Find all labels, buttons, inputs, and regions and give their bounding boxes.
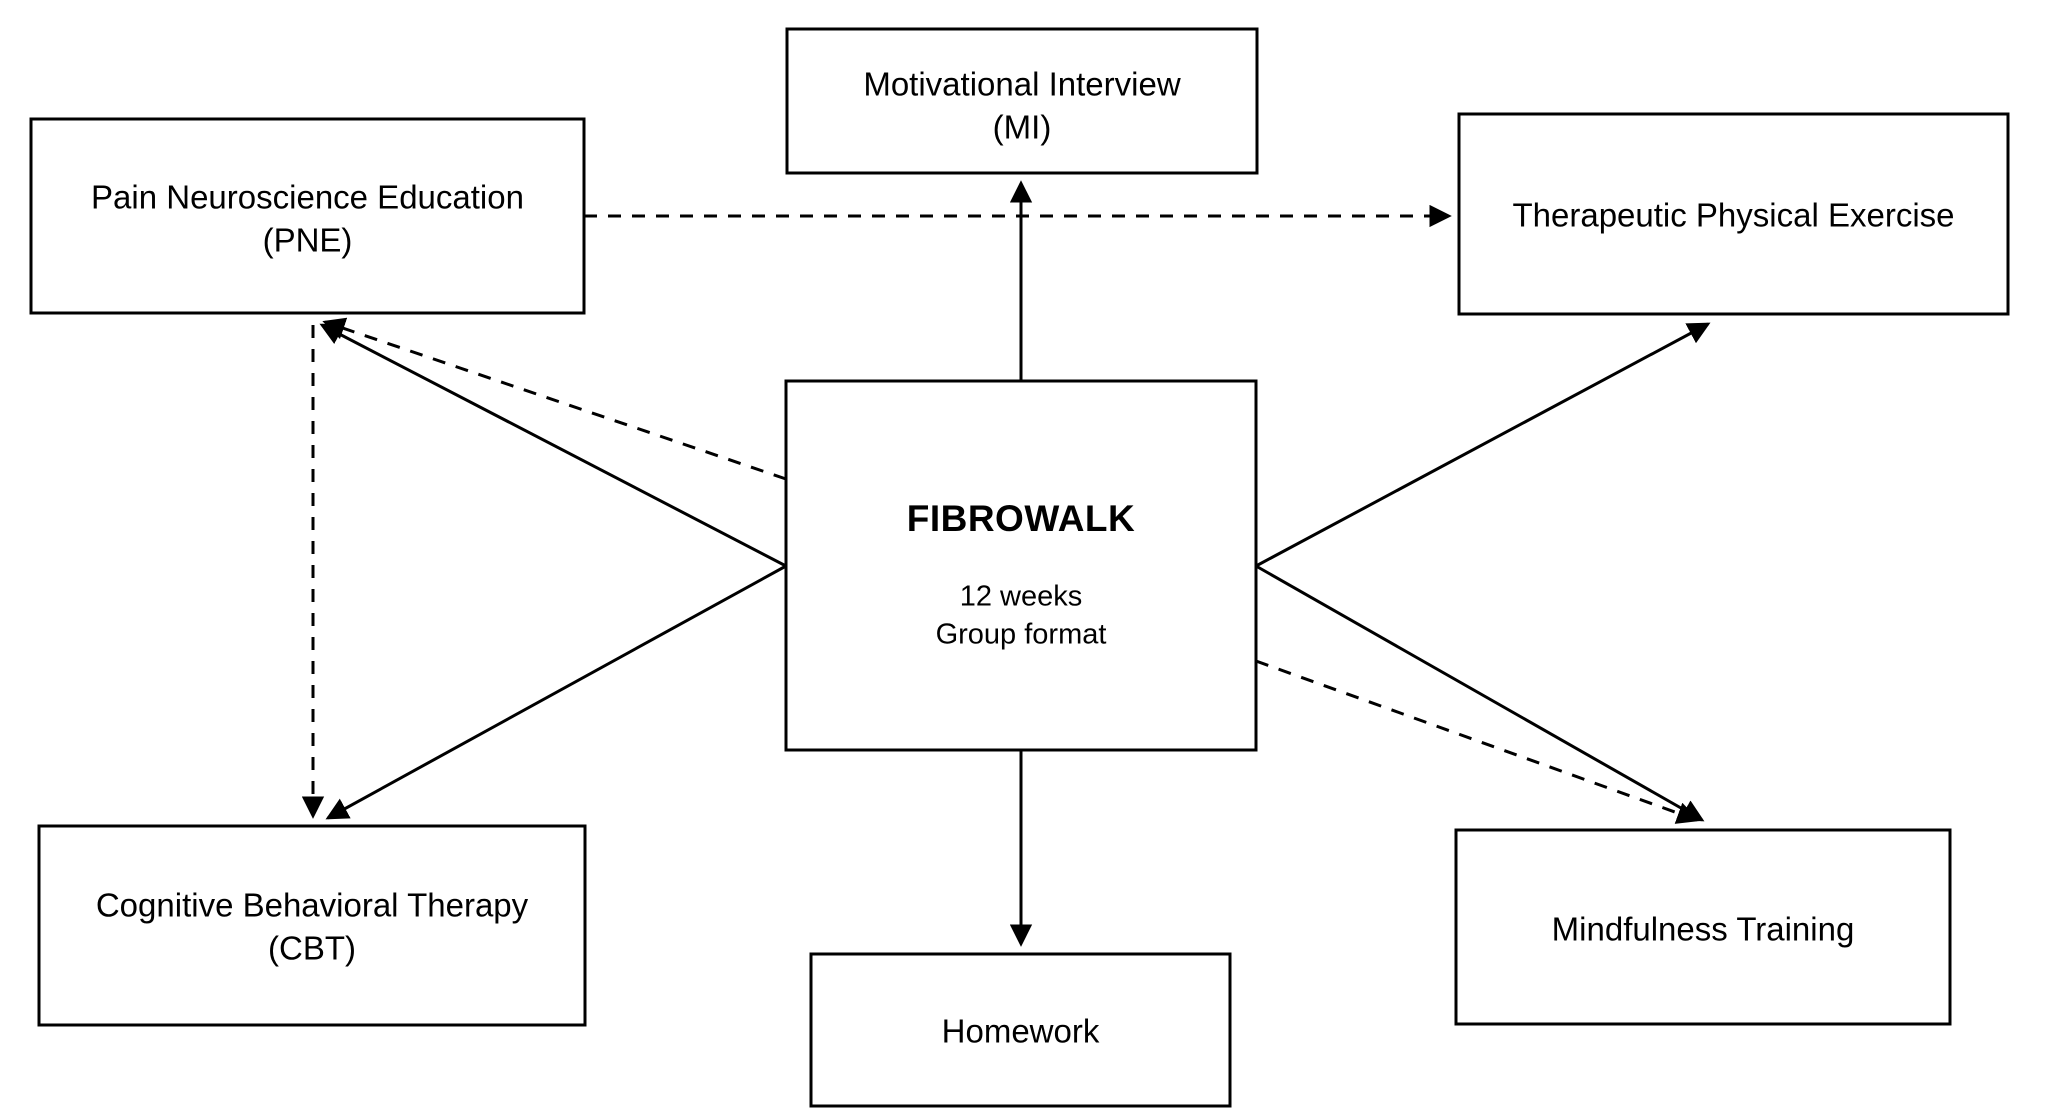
node-motivational-interview[interactable]: Motivational Interview (MI) bbox=[785, 27, 1259, 175]
edge-fibrowalk-to-mindfulness-alt bbox=[1255, 659, 1700, 824]
edge-fibrowalk-to-tpe bbox=[1255, 322, 1711, 568]
edge-fibrowalk-to-pne bbox=[319, 323, 787, 568]
node-label-pne-line1: Pain Neuroscience Education bbox=[91, 179, 524, 216]
edge-fibrowalk-to-mindfulness bbox=[1255, 564, 1705, 822]
node-label-fibrowalk-title: FIBROWALK bbox=[907, 498, 1136, 539]
node-label-mindfulness: Mindfulness Training bbox=[1552, 911, 1855, 948]
node-cognitive-behavioral-therapy[interactable]: Cognitive Behavioral Therapy (CBT) bbox=[37, 824, 587, 1027]
node-label-fibrowalk-format: Group format bbox=[936, 619, 1107, 651]
edge-fibrowalk-to-cbt bbox=[325, 564, 787, 820]
node-label-pne-line2: (PNE) bbox=[263, 222, 353, 259]
node-label-tpe-line1: Therapeutic Physical Exercise bbox=[1512, 197, 1954, 234]
node-label-mi-line2: (MI) bbox=[993, 109, 1052, 146]
node-label-cbt-line1: Cognitive Behavioral Therapy bbox=[96, 887, 529, 924]
node-label-fibrowalk-duration: 12 weeks bbox=[960, 581, 1083, 613]
edge-fibrowalk-to-pne-alt bbox=[322, 317, 787, 481]
node-therapeutic-physical-exercise[interactable]: Therapeutic Physical Exercise bbox=[1457, 112, 2010, 316]
node-label-mi-line1: Motivational Interview bbox=[863, 66, 1180, 103]
node-homework[interactable]: Homework bbox=[809, 952, 1232, 1108]
node-pain-neuroscience-education[interactable]: Pain Neuroscience Education (PNE) bbox=[29, 117, 586, 315]
node-fibrowalk-core[interactable]: FIBROWALK 12 weeks Group format bbox=[784, 379, 1258, 752]
node-mindfulness-training[interactable]: Mindfulness Training bbox=[1454, 828, 1952, 1026]
node-label-cbt-line2: (CBT) bbox=[268, 930, 356, 967]
node-label-homework: Homework bbox=[942, 1013, 1100, 1050]
